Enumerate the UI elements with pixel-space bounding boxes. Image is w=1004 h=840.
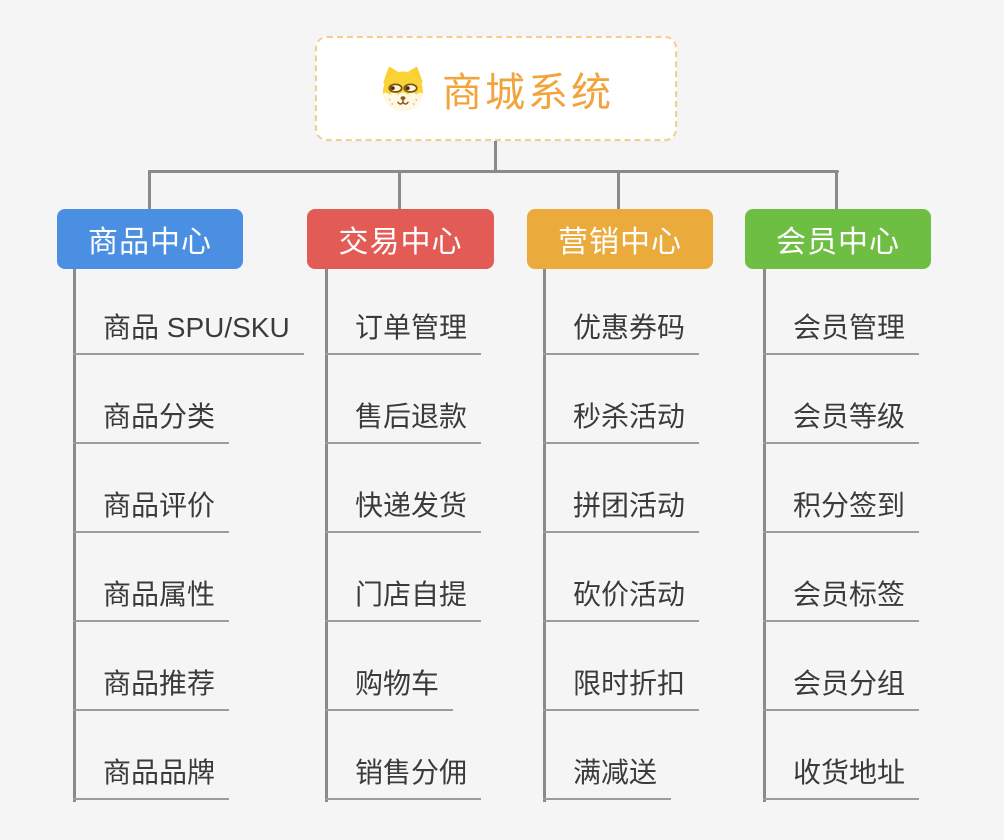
connector-drop bbox=[617, 170, 620, 209]
child-node[interactable]: 售后退款 bbox=[325, 400, 482, 444]
branch-label: 营销中心 bbox=[558, 226, 682, 259]
child-node[interactable]: 商品品牌 bbox=[73, 756, 230, 800]
child-node[interactable]: 会员分组 bbox=[763, 667, 920, 711]
child-node[interactable]: 订单管理 bbox=[325, 311, 482, 355]
connector-branch-spine bbox=[763, 269, 766, 802]
child-node[interactable]: 销售分佣 bbox=[325, 756, 482, 800]
root-title: 商城系统 bbox=[442, 70, 614, 115]
branch-label: 商品中心 bbox=[88, 226, 212, 259]
child-node[interactable]: 优惠券码 bbox=[543, 311, 700, 355]
child-node[interactable]: 快递发货 bbox=[325, 489, 482, 533]
connector-branch-spine bbox=[325, 269, 328, 802]
child-node[interactable]: 商品属性 bbox=[73, 578, 230, 622]
branch-label: 会员中心 bbox=[776, 226, 900, 259]
connector-branch-spine bbox=[543, 269, 546, 802]
child-node[interactable]: 会员等级 bbox=[763, 400, 920, 444]
branch-node-trade-center[interactable]: 交易中心 bbox=[307, 209, 494, 269]
connector-branch-spine bbox=[73, 269, 76, 802]
child-node[interactable]: 收货地址 bbox=[763, 756, 920, 800]
child-node[interactable]: 会员标签 bbox=[763, 578, 920, 622]
child-node[interactable]: 限时折扣 bbox=[543, 667, 700, 711]
child-node[interactable]: 拼团活动 bbox=[543, 489, 700, 533]
branch-node-marketing-center[interactable]: 营销中心 bbox=[527, 209, 713, 269]
child-node[interactable]: 会员管理 bbox=[763, 311, 920, 355]
connector-trunk bbox=[148, 170, 839, 173]
child-node[interactable]: 秒杀活动 bbox=[543, 400, 700, 444]
dog-icon bbox=[378, 65, 428, 113]
child-node[interactable]: 购物车 bbox=[325, 667, 454, 711]
child-node[interactable]: 积分签到 bbox=[763, 489, 920, 533]
connector-drop bbox=[835, 170, 838, 209]
branch-node-product-center[interactable]: 商品中心 bbox=[57, 209, 243, 269]
connector-drop bbox=[398, 170, 401, 209]
root-node[interactable]: 商城系统 bbox=[315, 36, 677, 141]
child-node[interactable]: 商品推荐 bbox=[73, 667, 230, 711]
connector-root-drop bbox=[494, 141, 497, 172]
child-node[interactable]: 满减送 bbox=[543, 756, 672, 800]
connector-drop bbox=[148, 170, 151, 209]
child-node[interactable]: 商品评价 bbox=[73, 489, 230, 533]
child-node[interactable]: 商品 SPU/SKU bbox=[73, 311, 304, 355]
child-node[interactable]: 砍价活动 bbox=[543, 578, 700, 622]
branch-label: 交易中心 bbox=[338, 226, 463, 259]
branch-node-member-center[interactable]: 会员中心 bbox=[745, 209, 931, 269]
child-node[interactable]: 门店自提 bbox=[325, 578, 482, 622]
child-node[interactable]: 商品分类 bbox=[73, 400, 230, 444]
